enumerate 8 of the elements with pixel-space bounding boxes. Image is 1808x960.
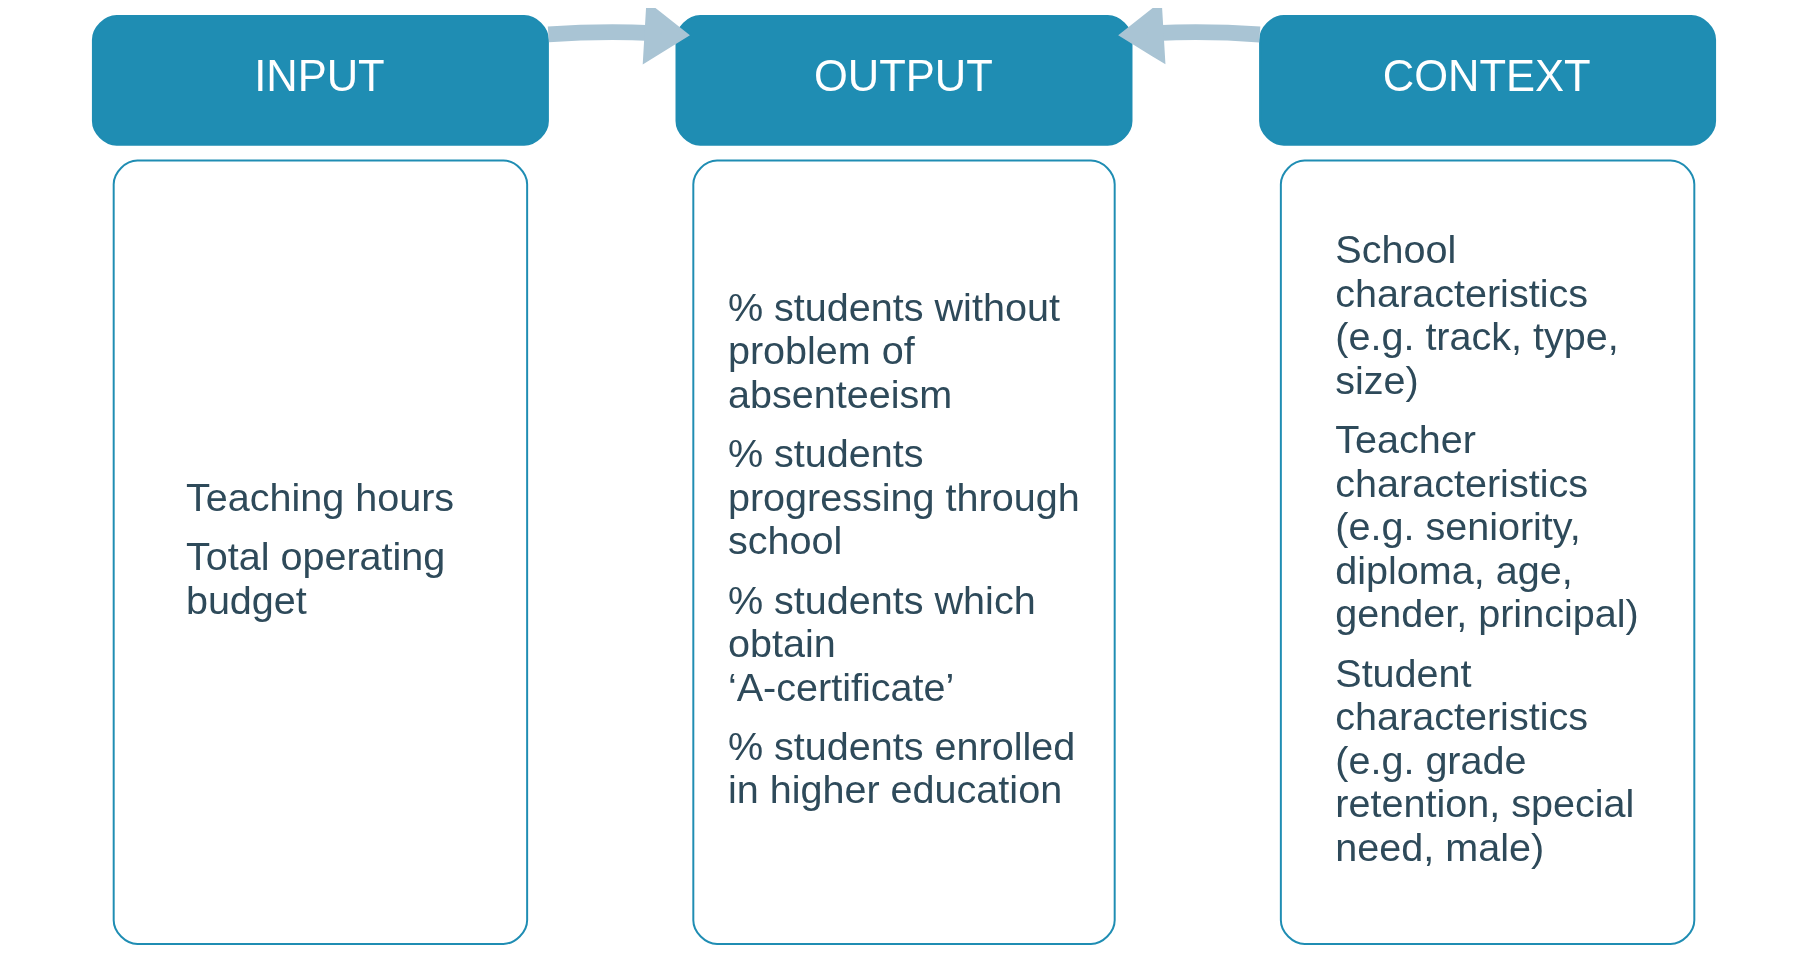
node-box: % students without problem of absenteeism % students progressing through school % students which obtain ‘A-certificate’ % students enrolled in higher education — [692, 159, 1116, 945]
arrow — [1118, 8, 1261, 65]
arrow — [547, 8, 690, 65]
node-box: INPUT — [91, 15, 549, 146]
node-box: CONTEXT — [1259, 15, 1717, 146]
node-box: Teaching hours Total operating budget — [112, 159, 529, 945]
node-box: School characteristics (e.g. track, type, size) Teacher characteristics (e.g. seniority, diploma, age, gender, principal) Student characteristics (e.g. grade retention, special need, male) — [1279, 159, 1696, 945]
node-box: OUTPUT — [675, 15, 1133, 146]
